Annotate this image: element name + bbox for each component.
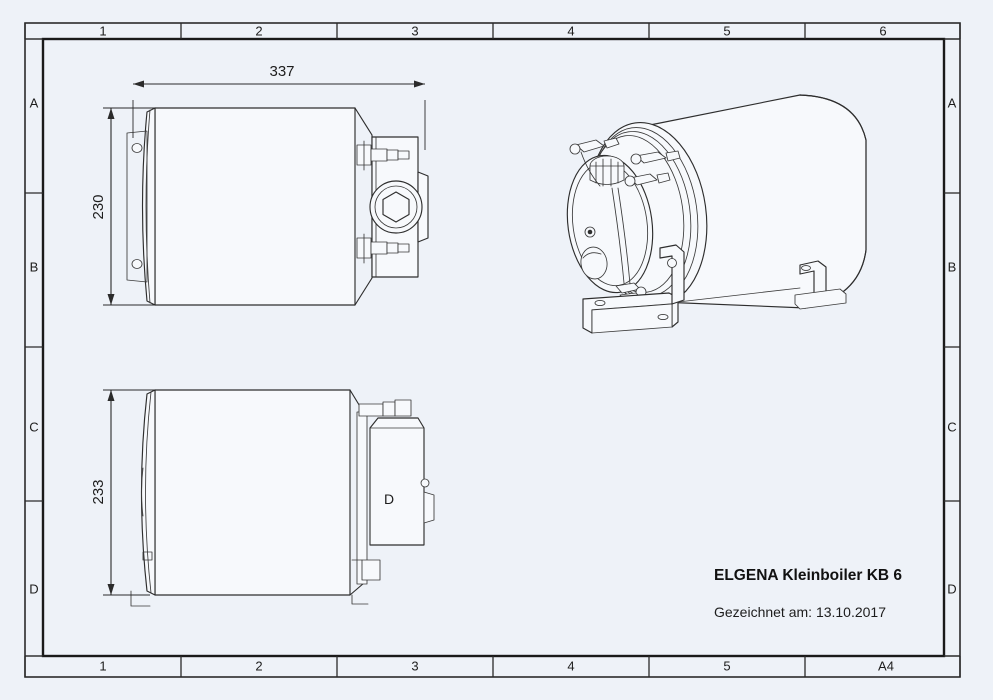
zone-label-bottom-3: 3 [411,658,418,673]
left-end-cap-edge [145,109,151,304]
dim-arrow-337-right [414,80,425,88]
iso-conn-ur-body [635,151,667,164]
upper-conn-neck [370,148,388,162]
frame-ticks-left [25,38,43,657]
zone-label-left-a: A [30,95,39,110]
dim-label-233: 233 [90,479,107,504]
iso-conn-ur-end [630,153,642,165]
view-front-elevation: 337 230 [90,63,429,306]
left-end-cap-edge-side [145,391,152,594]
zone-label-top-1: 1 [99,23,106,38]
right-plate-side [356,411,368,585]
dim-arrow-230-top [107,108,115,119]
dim-label-337: 337 [269,63,294,80]
dim-arrow-230-bottom [107,294,115,305]
left-mount-hole-top [131,143,143,153]
left-mount-flange [126,130,148,283]
iso-bracket-front-hole-1 [594,299,606,307]
top-conn-side-base [358,403,384,417]
right-foot-side [351,594,369,605]
iso-bracket-rear-foot [794,288,847,310]
dim-arrow-233-bottom [107,584,115,595]
top-conn-side-barb [394,399,412,417]
zone-label-paper-size: A4 [878,658,894,673]
boiler-body-outline [154,107,356,306]
control-box-marking: D [384,491,394,507]
iso-bracket-rear-hole [801,265,811,271]
zone-label-right-a: A [948,95,957,110]
zone-label-left-b: B [30,259,39,274]
title-product-name: ELGENA Kleinboiler KB 6 [714,567,902,584]
iso-top-cap-body [589,165,625,185]
zone-label-left-c: C [29,419,38,434]
zone-label-bottom-2: 2 [255,658,262,673]
iso-cylinder-bottom-tangent [677,287,801,303]
hex-nut-fitting [382,191,410,223]
iso-bracket-post-hole [667,258,677,268]
control-box [369,417,425,546]
iso-front-drain-boss [580,246,608,280]
iso-tube-2 [617,187,631,285]
iso-conn-ul-tube [580,151,601,187]
lower-conn-neck [370,241,388,255]
iso-conn-ul-barb [603,137,620,149]
zone-label-top-5: 5 [723,23,730,38]
left-mount-hole-bottom [131,259,143,269]
zone-label-top-3: 3 [411,23,418,38]
zone-label-right-b: B [948,259,957,274]
zone-label-bottom-4: 4 [567,658,574,673]
zone-label-right-d: D [947,581,956,596]
lower-conn-barb-2 [397,243,410,253]
bottom-conn-side [361,559,381,581]
zone-label-top-4: 4 [567,23,574,38]
dim-arrow-337-left [133,80,144,88]
iso-conn-mr-end [624,175,636,187]
zone-label-top-2: 2 [255,23,262,38]
left-cap-detail [141,467,144,517]
iso-conn-mr-barb [656,172,671,184]
zone-label-bottom-1: 1 [99,658,106,673]
left-bracket-tab [142,551,153,561]
iso-tube-1 [611,187,625,284]
iso-front-sensor-dot [587,229,593,235]
upper-conn-barb-1 [386,149,399,161]
iso-front-drain-detail [582,252,602,259]
dim-label-230: 230 [90,194,107,219]
iso-bracket-front-hole-2 [657,313,669,321]
view-isometric-boiler [566,94,867,334]
iso-conn-ul-body [575,139,605,153]
iso-conn-ur-barb [665,150,681,162]
boiler-body-outline-side [154,389,351,596]
zone-label-right-c: C [947,419,956,434]
iso-bracket-front-face [591,303,673,334]
left-foot-side [130,590,151,607]
upper-conn-barb-2 [397,150,410,160]
zone-label-bottom-5: 5 [723,658,730,673]
top-conn-side-neck [382,401,396,417]
control-box-screw [420,478,430,488]
center-port-ring [374,185,418,229]
iso-conn-ul-end [569,143,581,155]
title-drawn-date: Gezeichnet am: 13.10.2017 [714,604,886,620]
dim-arrow-233-top [107,390,115,401]
left-end-cap [141,107,156,306]
lower-conn-barb-1 [386,242,399,254]
zone-label-top-6: 6 [879,23,886,38]
control-box-connector [423,491,435,524]
view-side-elevation: D 233 [90,389,435,607]
frame-ticks-right [944,38,960,657]
zone-label-left-d: D [29,581,38,596]
